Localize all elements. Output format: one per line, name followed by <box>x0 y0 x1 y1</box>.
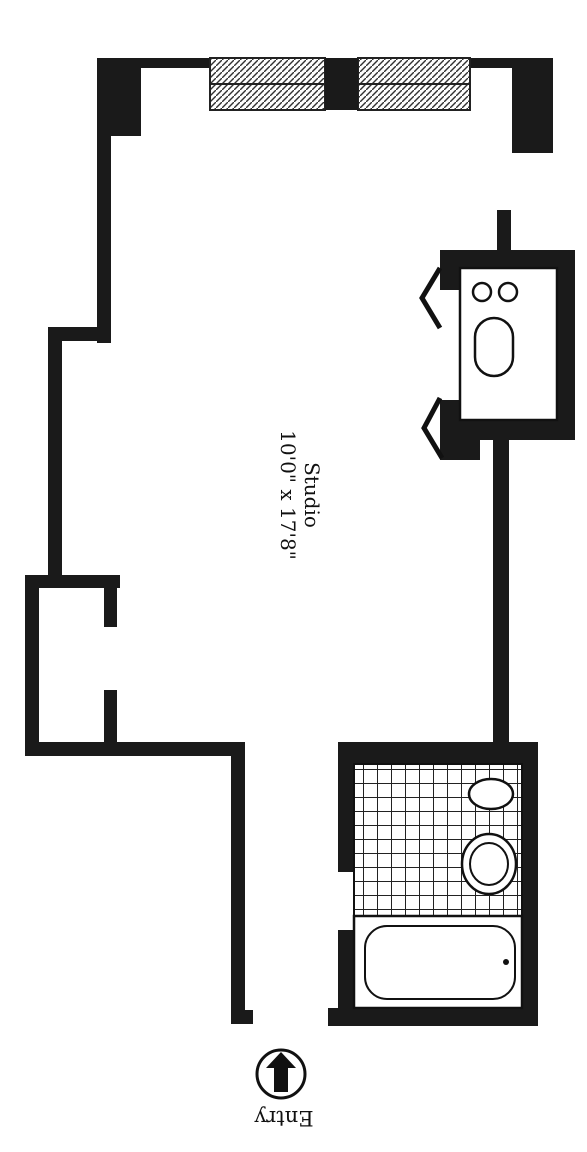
closet-wall-bottom <box>25 742 240 756</box>
cabinet-door-lower <box>421 396 445 460</box>
room-dimensions: 10'0" x 17'8" <box>276 430 300 560</box>
wall-right-upper <box>540 58 553 153</box>
wall-kitchen-top-return <box>440 250 557 268</box>
closet-wall-left <box>25 575 39 755</box>
bath-wall-left-top <box>338 742 354 872</box>
room-name: Studio <box>300 462 324 528</box>
closet-wall-top <box>25 575 120 588</box>
bath-wall-bottom <box>328 1008 538 1026</box>
wall-hall-left-end <box>231 1010 253 1024</box>
windows <box>209 57 471 111</box>
closet-jamb-lower <box>104 690 117 750</box>
wall-hall-left <box>231 742 245 1024</box>
bath-sink <box>467 777 515 811</box>
bath-wall-right <box>522 742 538 1026</box>
burner-1 <box>471 281 493 303</box>
wall-right-middle <box>493 420 509 750</box>
wall-kitchen-right <box>557 250 575 440</box>
arrow-up-circle-icon <box>255 1048 307 1100</box>
tub-drain <box>503 959 509 965</box>
closet-jamb-upper <box>104 575 117 627</box>
wall-left-middle <box>48 327 62 580</box>
wall-kitchen-left-top <box>440 250 460 290</box>
wall-left-jog <box>48 327 110 341</box>
toilet-seat <box>469 842 509 886</box>
cabinet-door-upper <box>419 266 443 330</box>
walls <box>25 58 575 1026</box>
entry-label: Entry <box>254 1106 314 1130</box>
wall-left-upper <box>97 58 111 343</box>
bath-wall-left-bottom <box>338 930 354 1026</box>
room-label: Studio 10'0" x 17'8" <box>276 430 324 560</box>
bathtub-basin <box>364 925 516 1000</box>
kitchenette <box>419 266 559 460</box>
bathroom <box>352 763 524 1010</box>
kitchen-sink <box>473 316 515 378</box>
window-pier <box>325 58 358 110</box>
bath-wall-top <box>338 742 538 764</box>
burner-2 <box>497 281 519 303</box>
